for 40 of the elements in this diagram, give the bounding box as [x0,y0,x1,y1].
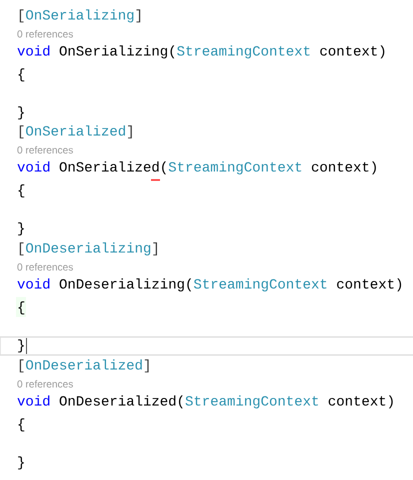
method-name: OnSerialized( [60,161,166,174]
type-name: StreamingContext [177,45,310,58]
code-text: [ [20,242,24,256]
brace: { [18,184,24,198]
parameter-name: context) [337,278,402,292]
keyword: void [17,45,50,56]
code-text: ] [144,359,149,372]
attribute-name: OnDeserialized [26,359,142,370]
brace: { [18,301,24,314]
reference-count: 0 references [17,146,73,154]
method-name: OnDeserialized( [60,395,183,408]
code-text: [ [20,9,24,22]
type-name: StreamingContext [186,395,318,408]
reference-count: 0 references [17,30,73,38]
brace: { [18,418,24,432]
parameter-name: context) [328,395,393,408]
reference-count: 0 references [17,380,73,388]
attribute-name: OnSerializing [26,9,134,22]
parameter-name: context) [312,161,376,174]
brace: } [18,222,24,236]
code-text: ] [128,125,132,138]
type-name: StreamingContext [194,278,326,292]
type-name: StreamingContext [168,161,302,174]
keyword: void [17,395,50,406]
method-name: OnDeserializing( [60,278,192,292]
brace: } [18,106,24,120]
parameter-name: context) [320,45,384,58]
keyword: void [17,161,50,172]
attribute-name: OnDeserializing [26,242,150,256]
brace: } [18,456,24,470]
attribute-name: OnSerialized [26,125,125,136]
brace: } [18,339,24,352]
code-text: ] [136,9,140,22]
code-text: ] [153,242,157,256]
brace: { [18,68,24,82]
code-text: [ [20,359,24,372]
method-name: OnSerializing( [60,45,174,58]
keyword: void [17,278,50,289]
reference-count: 0 references [17,263,73,271]
code-text: [ [20,125,24,138]
